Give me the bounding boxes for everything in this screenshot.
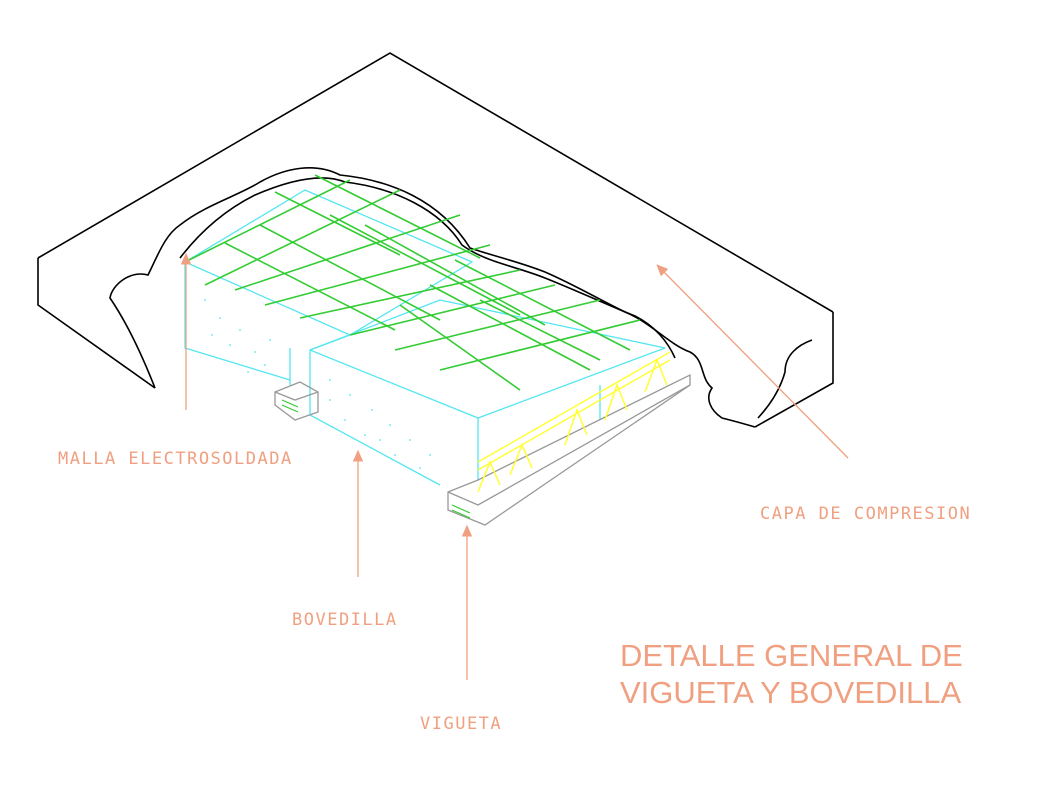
label-vigueta: VIGUETA: [420, 714, 502, 734]
title-line-1: DETALLE GENERAL DE: [620, 638, 963, 673]
beam-hatch: [281, 399, 471, 519]
vigueta-rebar: [477, 351, 671, 493]
welded-mesh: [184, 174, 641, 391]
label-bovedilla: BOVEDILLA: [292, 610, 398, 630]
block-texture: [204, 299, 431, 469]
vigueta-beams: [274, 373, 691, 526]
leader-arrows: [180, 252, 849, 680]
bovedilla-blocks: [183, 189, 666, 486]
title-line-2: VIGUETA Y BOVEDILLA: [620, 675, 961, 710]
slab-outline: [37, 52, 834, 428]
label-malla: MALLA ELECTROSOLDADA: [58, 449, 293, 469]
label-capa: CAPA DE COMPRESION: [760, 504, 971, 524]
